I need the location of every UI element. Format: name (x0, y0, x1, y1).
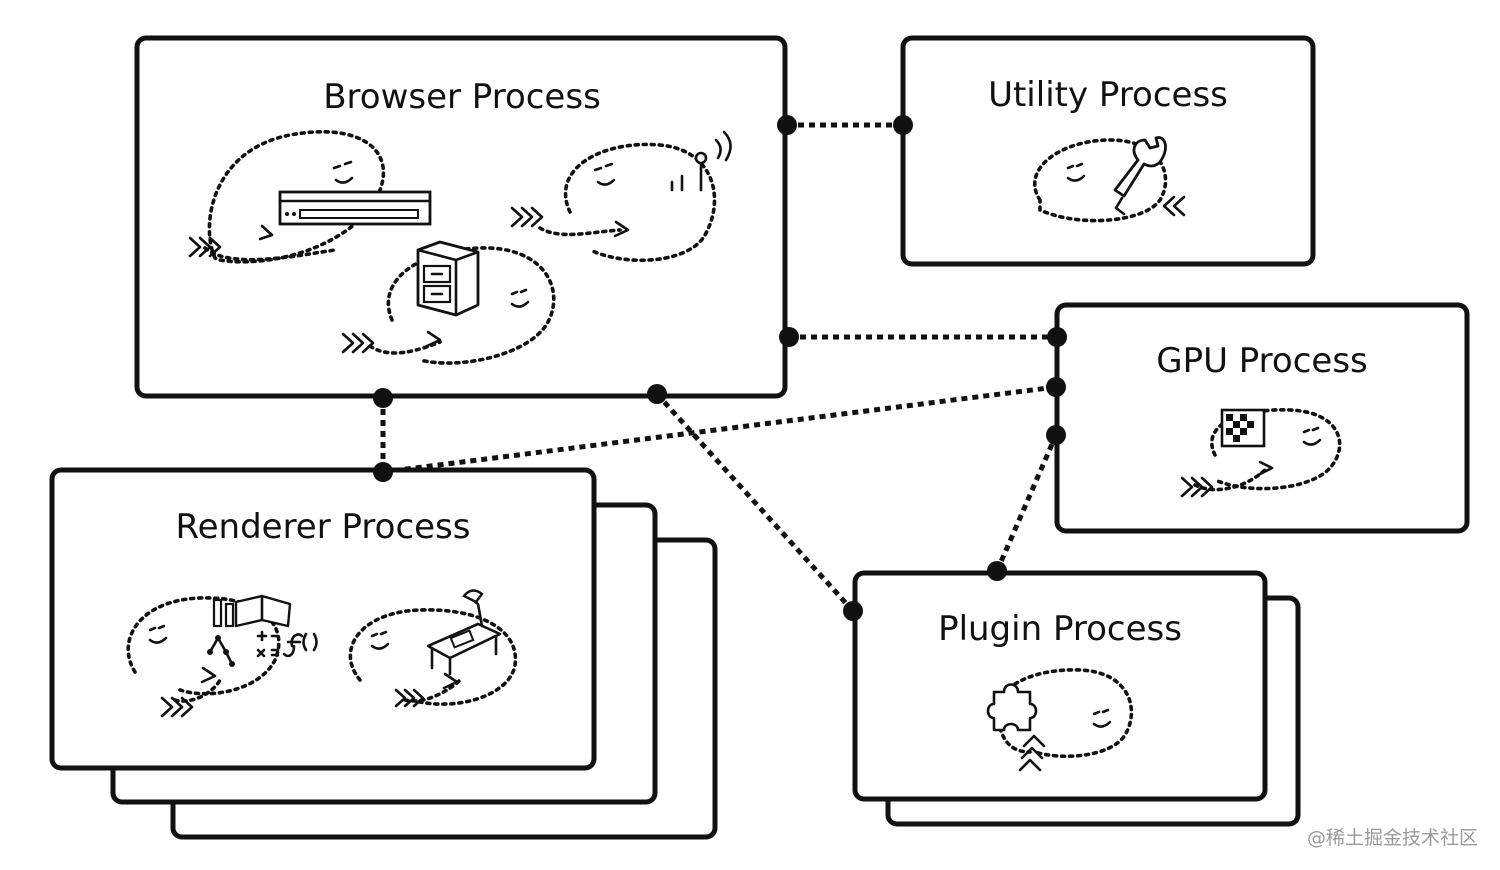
endpoint-gpu-renderer (1046, 377, 1066, 397)
chevron-arrows-icon (510, 206, 544, 228)
link-plugin-gpu (994, 434, 1059, 572)
endpoint-browser-renderer (373, 388, 393, 408)
link-renderer-gpu (382, 384, 1057, 475)
smiley-face-icon (593, 162, 616, 186)
file-cabinet-icon (416, 240, 480, 317)
endpoint-browser-plugin (647, 384, 667, 404)
utility-process: Utility Process (900, 35, 1316, 267)
chevron-arrows-icon (394, 688, 425, 708)
browser-storage-thread (341, 240, 556, 365)
endpoint-browser-gpu (779, 327, 799, 347)
chevron-arrows-icon (1018, 734, 1046, 772)
utility-process-box (900, 35, 1316, 267)
renderer-process-title: Renderer Process (176, 507, 471, 547)
antenna-icon (670, 130, 732, 192)
connection-endpoints (373, 115, 1067, 621)
browser-process-title: Browser Process (323, 77, 601, 117)
browser-process-box (134, 35, 788, 399)
connections (380, 122, 1059, 613)
chevron-arrows-icon (160, 696, 194, 718)
endpoint-plugin-gpu (987, 561, 1007, 581)
endpoint-browser-utility (777, 115, 797, 135)
smiley-face-icon (1092, 708, 1112, 728)
plugin-process-title: Plugin Process (938, 609, 1182, 649)
chevron-arrows-icon (1162, 195, 1186, 217)
gpu-process: GPU Process (1054, 302, 1470, 534)
utility-process-title: Utility Process (988, 75, 1228, 115)
endpoint-plugin-browser (843, 601, 863, 621)
chevron-arrows-icon (341, 332, 375, 354)
smiley-face-icon (1302, 426, 1322, 446)
endpoint-renderer-top (373, 462, 393, 482)
plugin-process: Plugin Process (852, 570, 1268, 802)
browser-ui-thread (188, 130, 432, 264)
code-tree-icon (207, 594, 318, 667)
wrench-icon (1113, 136, 1167, 198)
browser-network-thread (510, 130, 732, 263)
link-browser-plugin (655, 392, 855, 613)
smiley-face-icon (370, 630, 390, 650)
smiley-face-icon (510, 288, 530, 308)
smiley-face-icon (148, 624, 168, 644)
pixel-grid-icon (1220, 408, 1266, 448)
endpoint-utility-browser (893, 115, 913, 135)
chevron-arrows-icon (188, 236, 222, 258)
address-bar-icon (278, 190, 432, 226)
browser-process: Browser Process (134, 35, 788, 399)
endpoint-gpu-plugin (1046, 425, 1066, 445)
endpoint-gpu-browser (1047, 327, 1067, 347)
smiley-face-icon (332, 160, 354, 184)
renderer-compositor-thread (348, 589, 518, 708)
watermark: @稀土掘金技术社区 (1306, 827, 1478, 849)
puzzle-piece-icon (986, 683, 1038, 732)
renderer-process: Renderer Process (49, 467, 597, 771)
chevron-arrows-icon (1180, 476, 1214, 498)
plugin-process-box (852, 570, 1268, 802)
desk-lamp-icon (426, 589, 502, 676)
gpu-process-title: GPU Process (1156, 341, 1368, 381)
renderer-main-thread (126, 594, 318, 718)
smiley-face-icon (1066, 162, 1086, 182)
